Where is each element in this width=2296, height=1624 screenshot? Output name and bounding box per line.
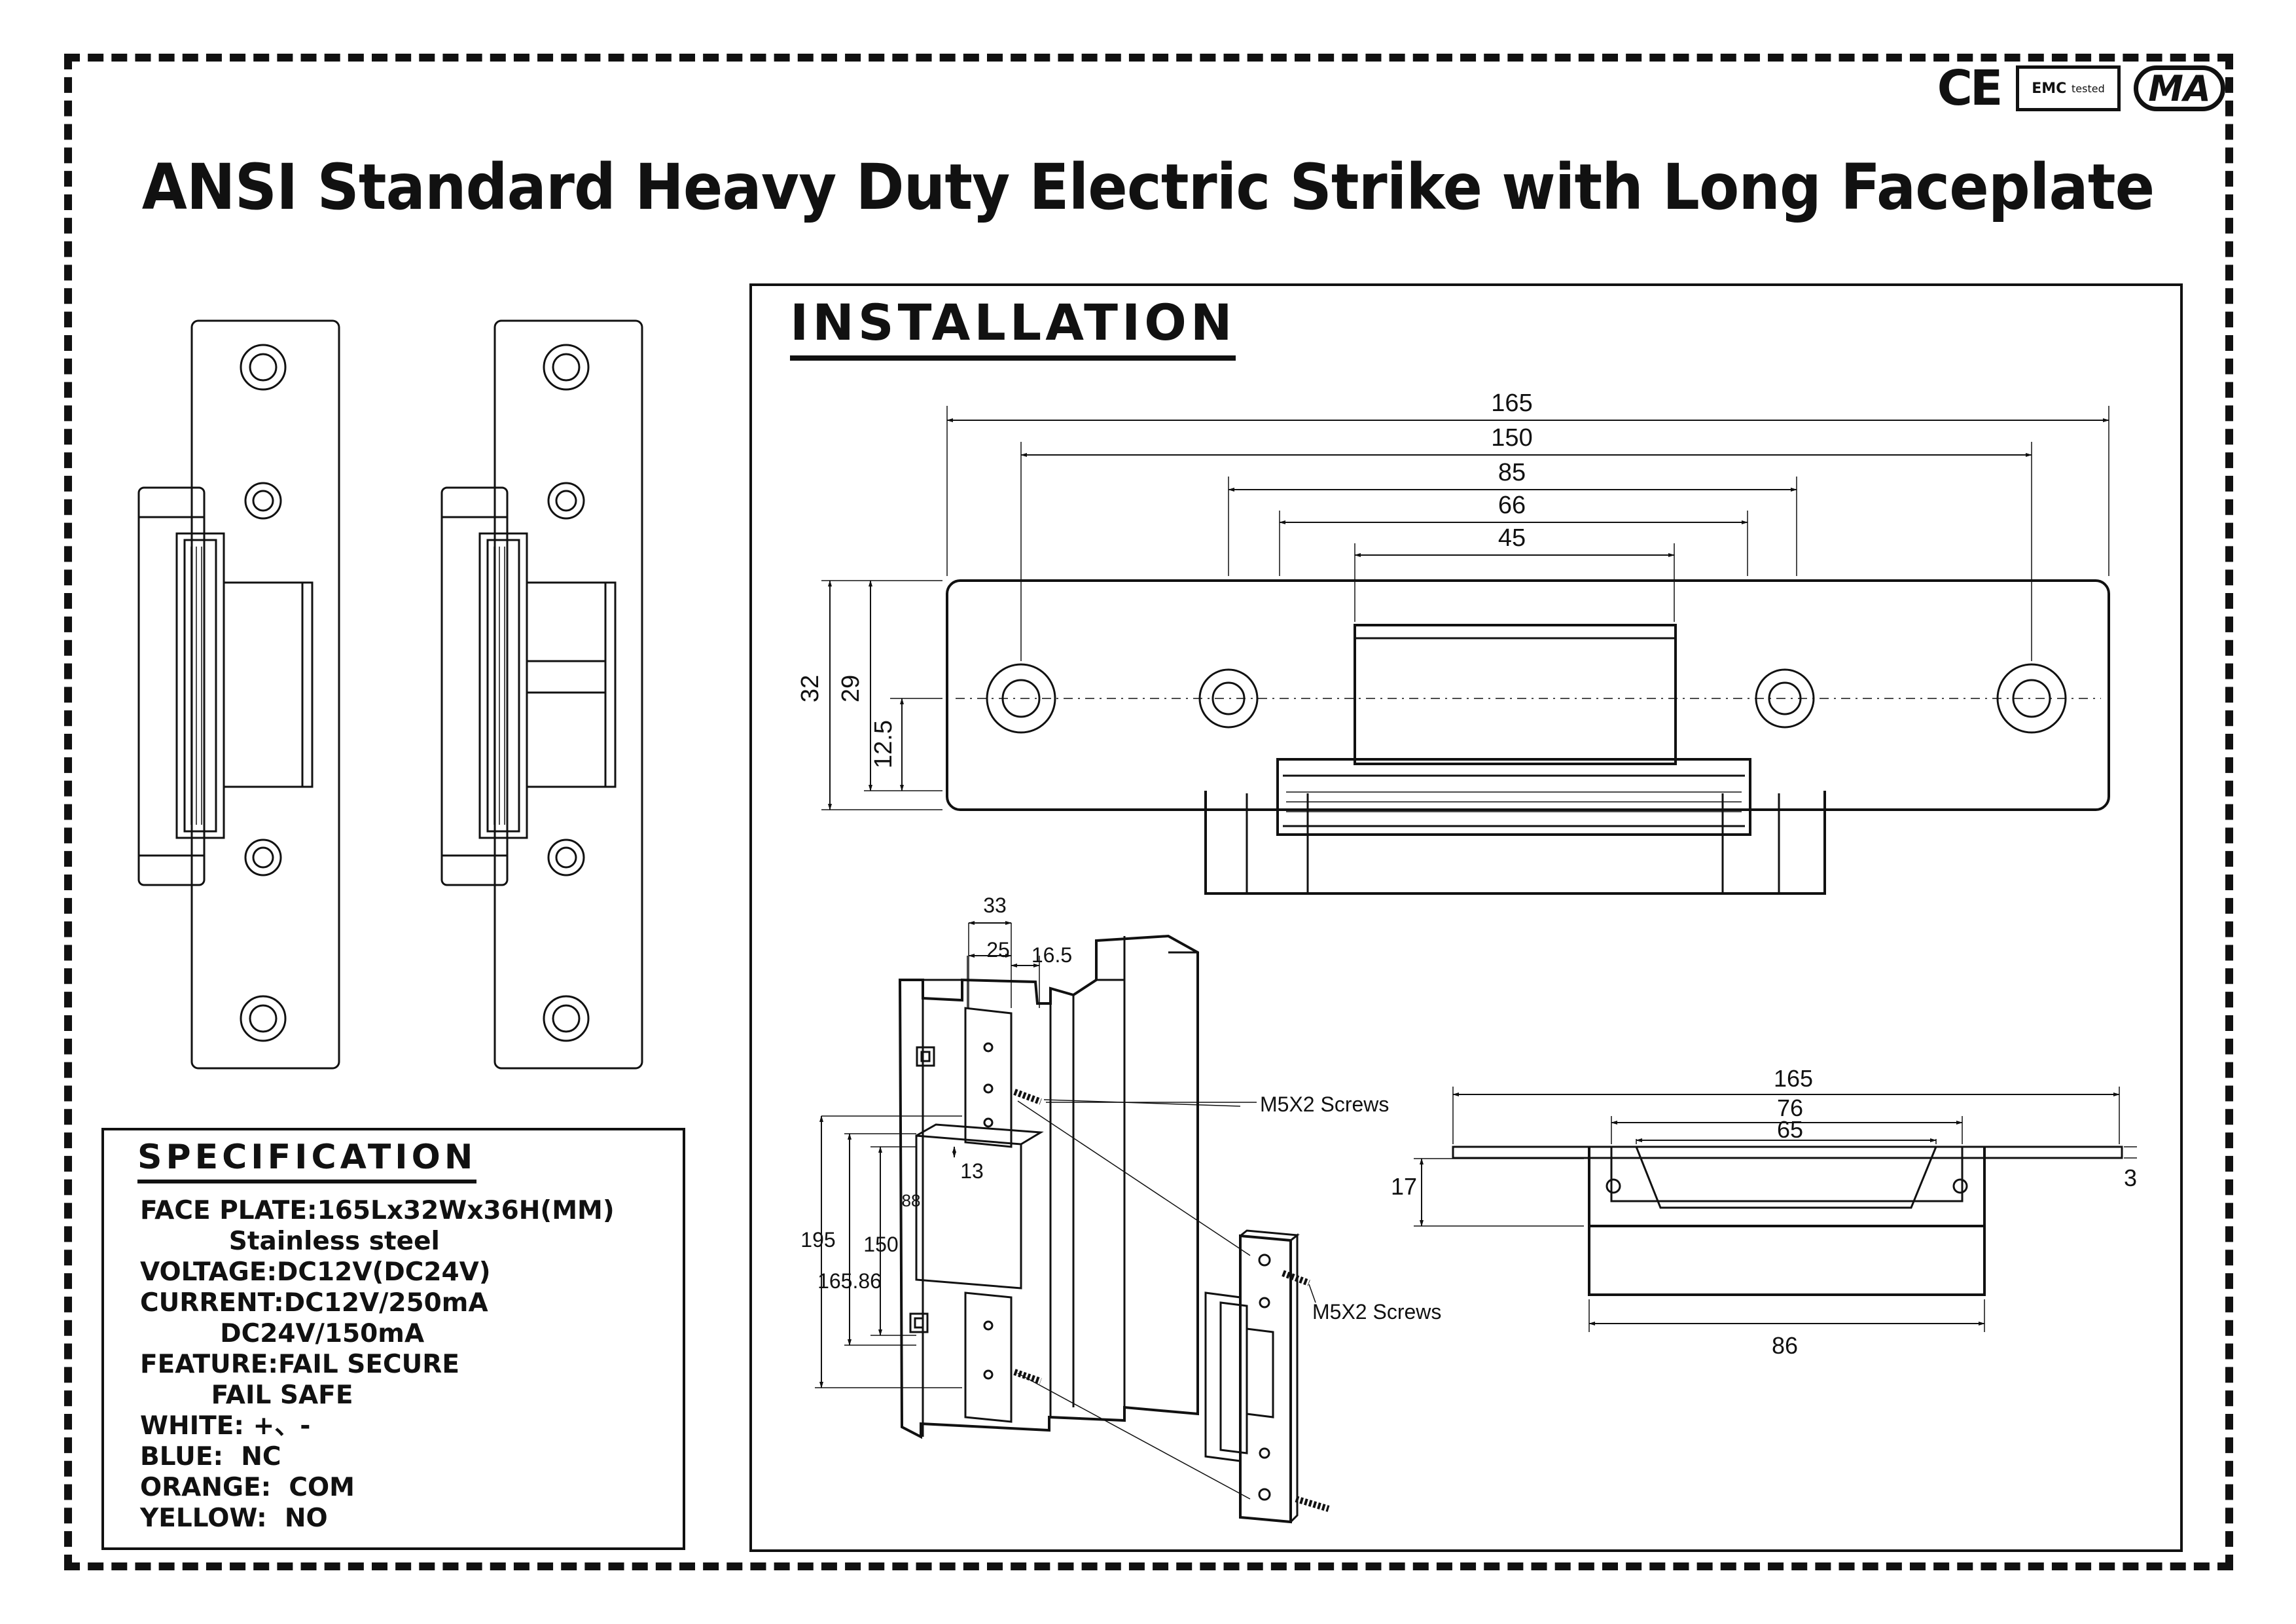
dim-25: 25 (986, 938, 1010, 962)
spec-line: FEATURE:FAIL SECURE (140, 1350, 459, 1379)
dim-height-29: 29 (837, 675, 865, 702)
emc-sub-label: tested (2072, 82, 2105, 95)
spec-line: CURRENT:DC12V/250mA (140, 1288, 488, 1318)
screw-label-bottom: M5X2 Screws (1312, 1300, 1441, 1324)
dim-bottom-165: 165 (1774, 1065, 1813, 1092)
cma-mark: MA (2134, 65, 2225, 111)
strike-drawing-left (137, 319, 340, 1070)
dim-width-85: 85 (1498, 459, 1526, 486)
dim-13: 13 (960, 1159, 984, 1183)
spec-line: YELLOW: NO (140, 1504, 328, 1533)
dim-16-5: 16.5 (1031, 943, 1072, 967)
spec-line: DC24V/150mA (140, 1319, 425, 1348)
dim-bottom-3: 3 (2124, 1164, 2137, 1191)
spec-line: FACE PLATE:165Lx32Wx36H(MM) (140, 1196, 615, 1225)
dim-width-45: 45 (1498, 524, 1526, 552)
installation-front-view: 165 150 85 66 45 32 29 12.5 (797, 389, 2110, 895)
dim-195: 195 (800, 1228, 835, 1252)
installation-bottom-view: 165 76 65 86 17 3 (1391, 1065, 2137, 1359)
dim-bottom-86: 86 (1772, 1332, 1798, 1359)
spec-line: WHITE: +、- (140, 1411, 311, 1441)
dim-150-iso: 150 (863, 1233, 898, 1256)
dim-165-86: 165.86 (817, 1269, 882, 1293)
specification-heading: SPECIFICATION (137, 1138, 477, 1183)
dim-33: 33 (983, 893, 1007, 917)
ce-mark: CE (1937, 60, 2003, 117)
dim-bottom-76: 76 (1777, 1094, 1803, 1121)
dim-height-32: 32 (797, 675, 824, 702)
installation-heading: INSTALLATION (790, 293, 1236, 361)
specification-panel (101, 1128, 685, 1550)
dim-88: 88 (902, 1191, 921, 1210)
dashed-page-border (64, 54, 2233, 1570)
page-title: ANSI Standard Heavy Duty Electric Strike… (141, 151, 2155, 224)
specification-list: FACE PLATE:165Lx32Wx36H(MM) Stainless st… (140, 1195, 615, 1534)
strike-drawing-right (440, 319, 643, 1070)
dim-width-66: 66 (1498, 492, 1526, 519)
dim-bottom-65: 65 (1777, 1116, 1803, 1143)
spec-line: ORANGE: COM (140, 1473, 355, 1502)
installation-isometric-view: 33 25 16.5 195 150 165.86 88 13 M5X2 Scr… (800, 893, 1441, 1524)
dim-width-150: 150 (1491, 424, 1532, 452)
spec-line: Stainless steel (140, 1227, 440, 1256)
spec-line: VOLTAGE:DC12V(DC24V) (140, 1257, 491, 1287)
dim-width-165: 165 (1491, 389, 1532, 417)
emc-tested-mark: EMC tested (2016, 65, 2121, 111)
installation-panel (749, 283, 2183, 1552)
dim-bottom-17: 17 (1391, 1173, 1417, 1200)
dim-height-12-5: 12.5 (870, 720, 897, 768)
spec-line: BLUE: NC (140, 1442, 281, 1471)
emc-label: EMC (2032, 80, 2067, 97)
spec-line: FAIL SAFE (140, 1380, 353, 1410)
screw-label-top: M5X2 Screws (1260, 1092, 1389, 1116)
